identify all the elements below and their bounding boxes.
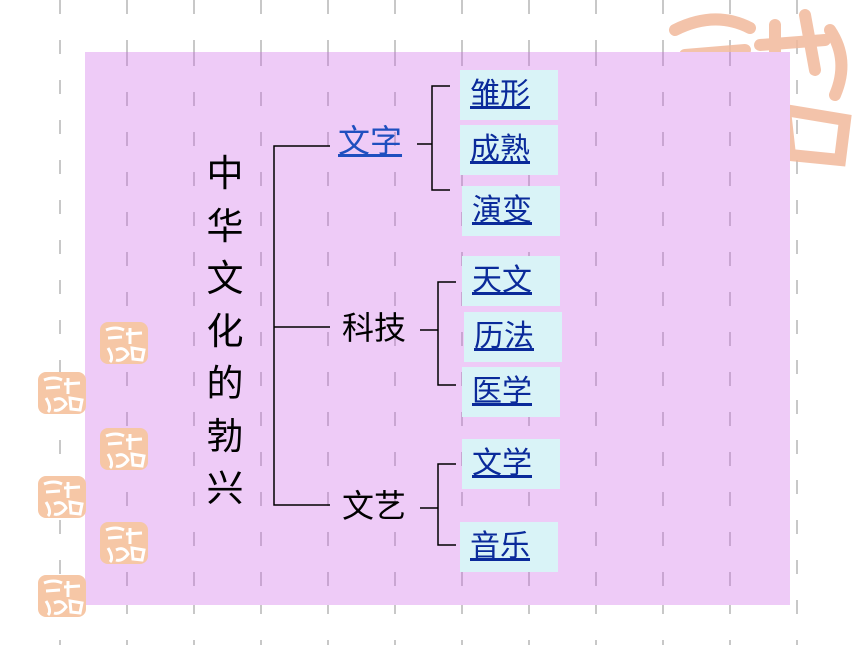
- auspicious-seal-small: [100, 322, 148, 364]
- leaf-link[interactable]: 文学: [462, 439, 560, 489]
- branch-bracket-wenzi-spine: [431, 85, 450, 191]
- leaf-link[interactable]: 音乐: [460, 522, 558, 572]
- leaf-link[interactable]: 演变: [462, 186, 560, 236]
- leaf-link[interactable]: 天文: [462, 256, 560, 306]
- auspicious-seal-small: [38, 372, 86, 414]
- leaf-link[interactable]: 成熟: [460, 125, 558, 175]
- title-char: 的: [206, 362, 244, 405]
- branch-wenzi-link[interactable]: 文字: [338, 122, 403, 160]
- auspicious-seal-small: [100, 428, 148, 470]
- branch-keji-label: 科技: [342, 309, 407, 347]
- title-char: 勃: [206, 414, 244, 458]
- title-char: 中: [206, 152, 244, 195]
- leaf-link[interactable]: 医学: [462, 367, 560, 417]
- auspicious-seal-small: [38, 575, 86, 617]
- diagram-title: 中 华 文 化 的 勃 兴: [200, 148, 250, 516]
- title-char: 文: [206, 257, 244, 300]
- title-char: 化: [206, 309, 244, 353]
- leaf-link[interactable]: 雏形: [460, 70, 558, 120]
- branch-bracket-wenyi-spine: [437, 463, 456, 546]
- main-bracket: [273, 145, 330, 506]
- auspicious-seal-small: [38, 476, 86, 518]
- title-char: 兴: [206, 467, 244, 510]
- branch-wenyi-label: 文艺: [342, 487, 407, 525]
- leaf-link[interactable]: 历法: [464, 312, 562, 362]
- auspicious-seal-small: [100, 522, 148, 564]
- title-char: 华: [206, 204, 244, 248]
- branch-bracket-keji-spine: [437, 281, 456, 386]
